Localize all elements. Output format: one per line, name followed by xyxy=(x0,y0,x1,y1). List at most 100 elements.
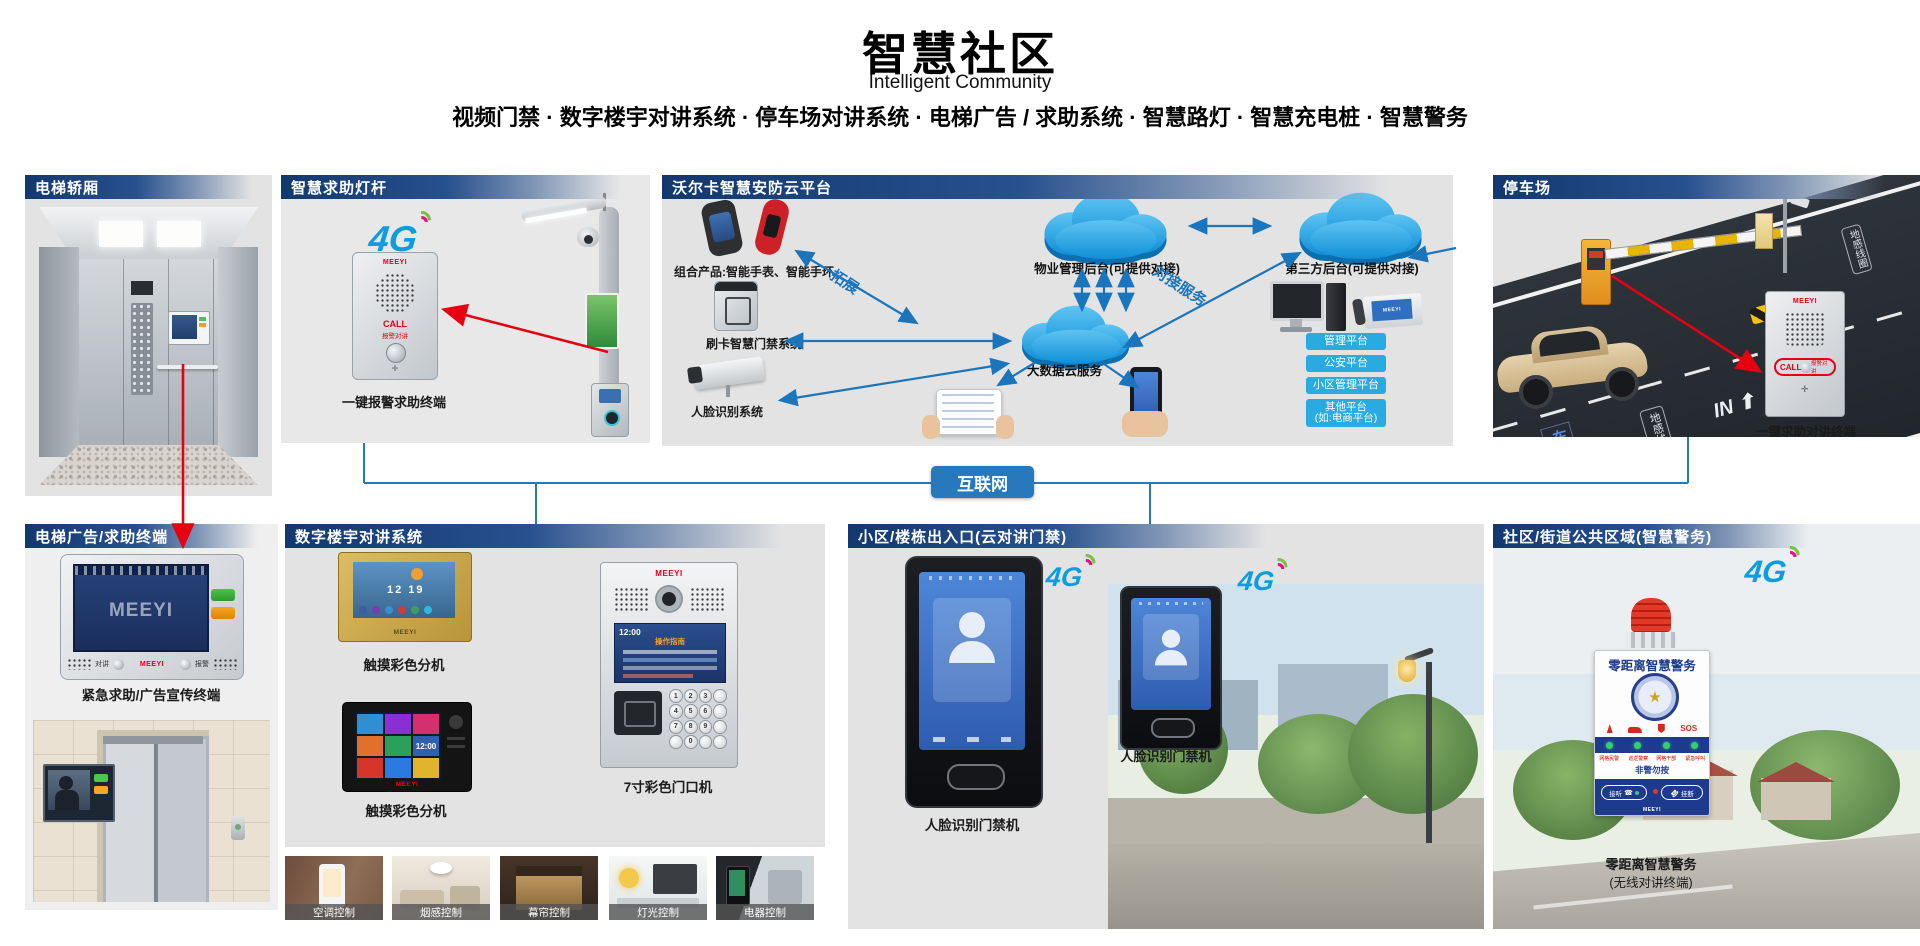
4g-icon: 4G xyxy=(1044,549,1100,592)
sos-label: SOS xyxy=(1680,724,1698,733)
page-product-line: 视频门禁 · 数字楼宇对讲系统 · 停车场对讲系统 · 电梯广告 / 求助系统 … xyxy=(452,105,1468,130)
smart-pole-illustration xyxy=(515,193,645,437)
panel-header-police: 社区/街道公共区域(智慧警务) xyxy=(1493,524,1837,548)
badge-icon xyxy=(1657,724,1665,733)
panel-elevator-ad: 电梯广告/求助终端 MEEYI 对讲 MEEYI 报警 紧急求助/广告宣传终端 xyxy=(25,524,278,910)
panel-header-cloud-platform: 沃尔卡智慧安防云平台 xyxy=(662,175,1453,199)
page-subtitle-en: Intelligent Community xyxy=(868,72,1052,93)
card-sensor-oval xyxy=(1151,718,1195,738)
bigdata-cloud-label: 大数据云服务 xyxy=(1026,364,1102,378)
thumb-caption: 灯光控制 xyxy=(609,904,707,920)
warning-text: 非警勿按 xyxy=(1634,765,1669,775)
led-strip xyxy=(1595,737,1709,753)
knob xyxy=(113,658,124,670)
meeyi-console-illustration: MEEYI xyxy=(1351,291,1426,331)
meeyi-logo: MEEYI xyxy=(1382,306,1402,314)
door-screen-guide: 操作指南 xyxy=(655,637,685,646)
elevator-interior-illustration xyxy=(39,207,258,485)
speaker-grille-right xyxy=(690,587,724,613)
call-label: CALL xyxy=(383,319,407,329)
platform-button-community: 小区管理平台 xyxy=(1306,377,1386,394)
call-sub-label: 报警对讲 xyxy=(1810,361,1828,375)
face-access-device-small xyxy=(1120,586,1222,750)
help-device-caption: 一键报警求助终端 xyxy=(341,395,446,410)
meeyi-logo: MEEYI xyxy=(382,259,408,266)
plate-zone-label: 车牌识别区 xyxy=(1540,421,1593,437)
hangup-button: ☎挂断 xyxy=(1661,785,1703,800)
panel-header-elevator-ad: 电梯广告/求助终端 xyxy=(25,524,278,548)
door-screen-time: 12:00 xyxy=(619,627,641,637)
phone-icon: ☎ xyxy=(1668,786,1680,798)
door-screen: 12:00 操作指南 xyxy=(614,623,726,683)
platform-button-other-line1: 其他平台 xyxy=(1325,400,1367,413)
panel-header-entrance: 小区/楼栋出入口(云对讲门禁) xyxy=(848,524,1304,548)
orange-button xyxy=(211,607,235,619)
meeyi-logo: MEEYI xyxy=(393,629,417,636)
police-alarm-device: 零距离智慧警务 ★ SOS 网格民警巡逻警察网格干部紧急呼叫 xyxy=(1594,598,1710,816)
loop-label-left: 地感线圈 xyxy=(1638,405,1677,437)
pole-display-screen xyxy=(585,293,619,349)
platform-button-police: 公安平台 xyxy=(1306,355,1386,372)
door-station-caption: 7寸彩色门口机 xyxy=(623,780,713,795)
panel-header-parking: 停车场 xyxy=(1493,175,1920,199)
card-access-caption: 刷卡智慧门禁系统 xyxy=(705,337,802,351)
police-caption-line2: (无线对讲终端) xyxy=(1609,876,1693,890)
panel-help-pole: 智慧求助灯杆 4G MEEYI CALL 报警对讲 ✛ 一键报警求助终端 xyxy=(281,175,650,443)
door-camera xyxy=(655,585,683,613)
platform-button-other: 其他平台 (如:电商平台) xyxy=(1306,399,1386,427)
thumb-caption: 烟感控制 xyxy=(392,904,490,920)
card-sensor-oval xyxy=(947,764,1005,790)
face-device-caption-1: 人脸识别门禁机 xyxy=(924,818,1020,833)
call-button xyxy=(386,343,406,363)
elevator-call-button xyxy=(231,816,245,840)
in-marking: IN ⬆ xyxy=(1710,389,1758,423)
parking-intercom-device: MEEYI CALL 报警对讲 ✛ xyxy=(1765,291,1845,417)
button-strip: 接听☎ ☎挂断 MEEYI xyxy=(1595,779,1709,815)
platform-button-management: 管理平台 xyxy=(1306,333,1386,350)
cctv-camera-illustration xyxy=(686,353,772,397)
indoor-unit-black: 12:00 MEEYI xyxy=(342,702,472,792)
thumb-smoke-control: 烟感控制 xyxy=(392,856,490,920)
device-title: 零距离智慧警务 xyxy=(1608,659,1696,673)
police-emblem: ★ xyxy=(1631,673,1679,721)
page-title: 智慧社区 xyxy=(862,28,1058,80)
smart-watch-band-illustration xyxy=(697,196,801,258)
bigdata-cloud xyxy=(1008,297,1144,369)
panel-header-elevator-car: 电梯轿厢 xyxy=(25,175,272,199)
thumb-ac-control: 空调控制 xyxy=(285,856,383,920)
panel-parking: 停车场 车牌识别区 地感线圈 IN ⬆ 地感线圈 xyxy=(1493,175,1920,437)
indoor-unit-gold-caption: 触摸彩色分机 xyxy=(363,658,445,673)
alarm-label: 报警 xyxy=(195,661,209,668)
speaker-grille xyxy=(67,658,91,670)
call-label: CALL xyxy=(1780,362,1802,372)
thumb-curtain-control: 幕帘控制 xyxy=(500,856,598,920)
answer-button: 接听☎ xyxy=(1601,785,1647,800)
speaker-grille xyxy=(375,273,415,313)
thumb-light-control: 灯光控制 xyxy=(609,856,707,920)
person-icon xyxy=(1606,724,1613,733)
meeyi-logo: MEEYI xyxy=(139,660,165,668)
thumb-caption: 电器控制 xyxy=(716,904,814,920)
card-reader-zone xyxy=(614,691,662,735)
indoor2-time: 12:00 xyxy=(413,736,439,756)
indoor-unit-gold: 12 19 MEEYI xyxy=(338,552,472,642)
meeyi-logo: MEEYI xyxy=(655,569,683,578)
thumb-caption: 幕帘控制 xyxy=(500,904,598,920)
card-access-device xyxy=(714,281,758,331)
led-label-row: 网格民警巡逻警察网格干部紧急呼叫 xyxy=(1599,756,1705,762)
elevator-intercom-screen xyxy=(168,311,210,345)
panel-cloud-platform: 沃尔卡智慧安防云平台 组合产品:智能手表、智能手环 刷卡智慧门禁系统 人脸识别系… xyxy=(662,175,1453,446)
phone-icon: ☎ xyxy=(1624,789,1633,797)
ad-terminal-device: MEEYI 对讲 MEEYI 报警 xyxy=(60,554,244,680)
meeyi-logo: MEEYI xyxy=(395,781,419,788)
indoor1-time: 12 19 xyxy=(387,584,425,596)
street-lamp xyxy=(1398,644,1458,874)
desktop-computer-illustration xyxy=(1270,281,1346,335)
panel-intercom-system: 数字楼宇对讲系统 12 19 MEEYI 触摸彩色分机 12:00 xyxy=(285,524,825,847)
wearables-caption: 组合产品:智能手表、智能手环 xyxy=(674,265,834,279)
ad-terminal-caption: 紧急求助/广告宣传终端 xyxy=(81,688,221,703)
platform-button-other-line2: (如:电商平台) xyxy=(1314,412,1378,424)
knob xyxy=(180,658,191,670)
